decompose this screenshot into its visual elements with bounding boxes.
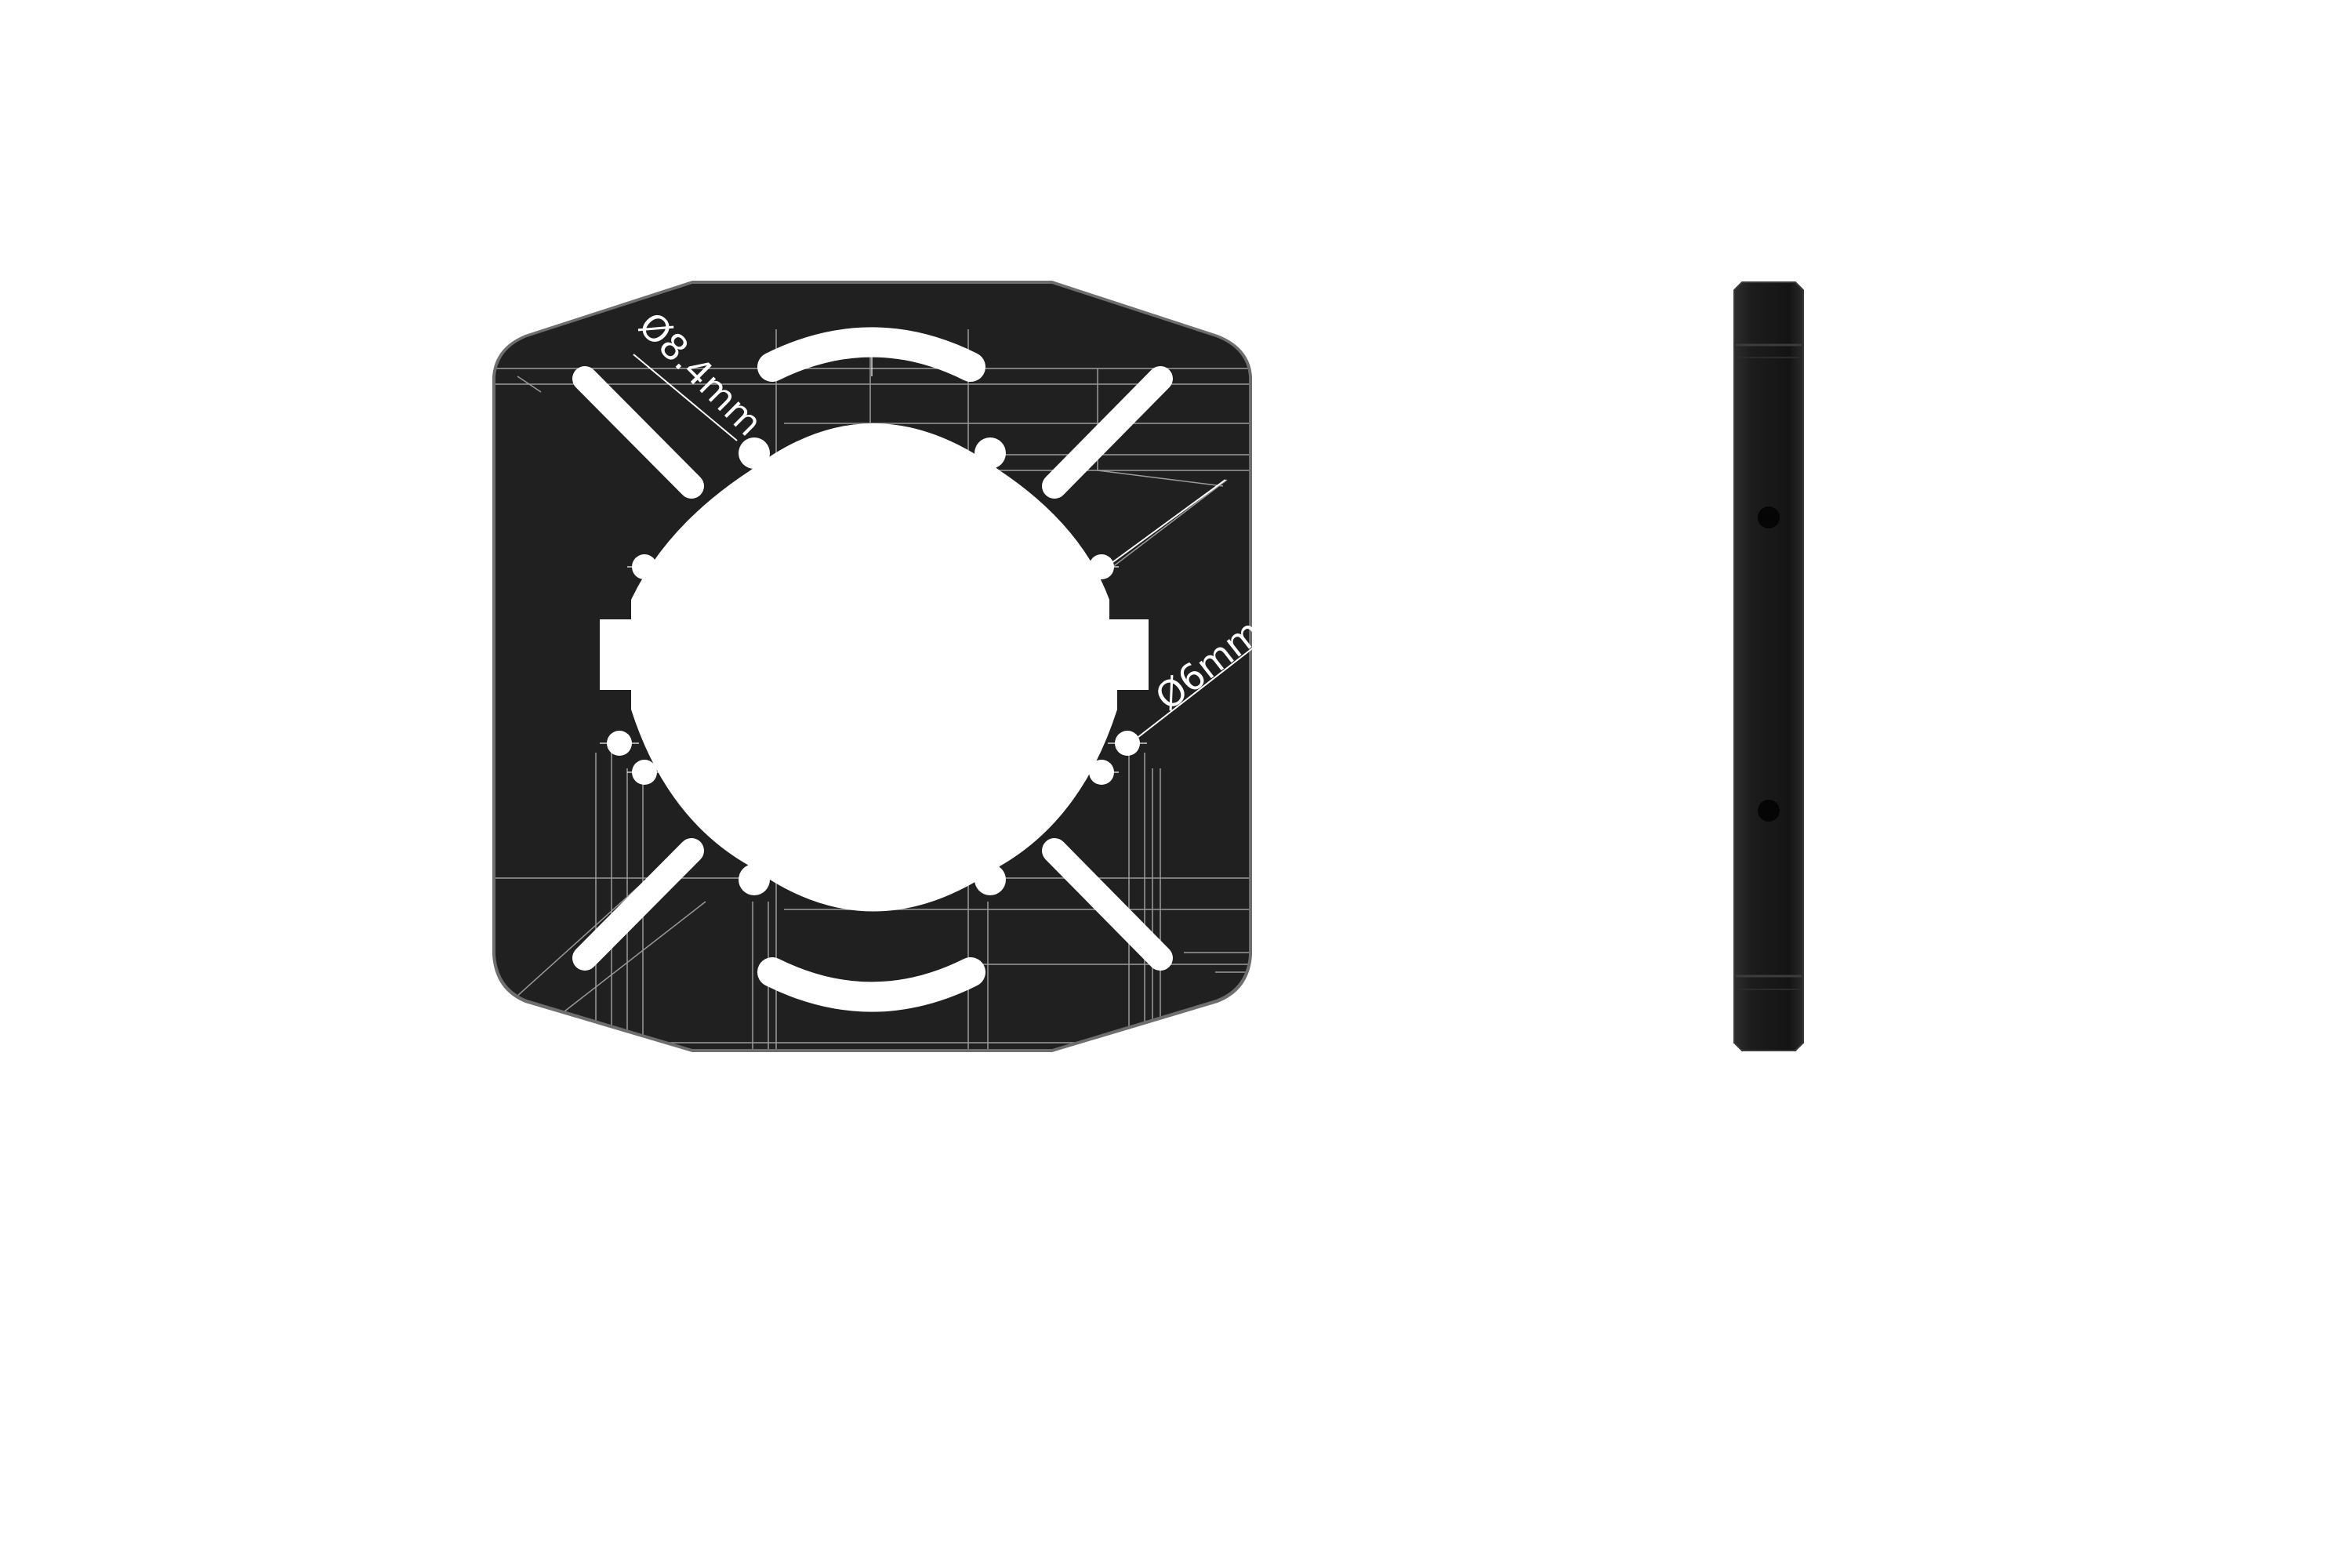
cutouts [572,327,1173,1012]
slot-top-left [572,366,704,499]
hole [975,864,1006,895]
center-marks [600,345,1147,773]
hole [739,437,770,469]
hole [739,864,770,895]
arc-slot-top [757,327,985,382]
side-view [1733,281,1804,1051]
side-body [1733,281,1804,1051]
slot-bottom-right [1042,838,1173,971]
leader-line [1111,479,1226,564]
front-view: Ø8.4mm Ø6mm [492,281,1269,1052]
hole [975,437,1006,469]
side-hole-top [1758,506,1780,528]
slot-bottom-left [572,838,704,971]
center-opening [600,423,1149,912]
arc-slot-bottom [757,957,985,1012]
slot-top-right [1042,366,1173,499]
side-hole-bottom [1758,800,1780,822]
